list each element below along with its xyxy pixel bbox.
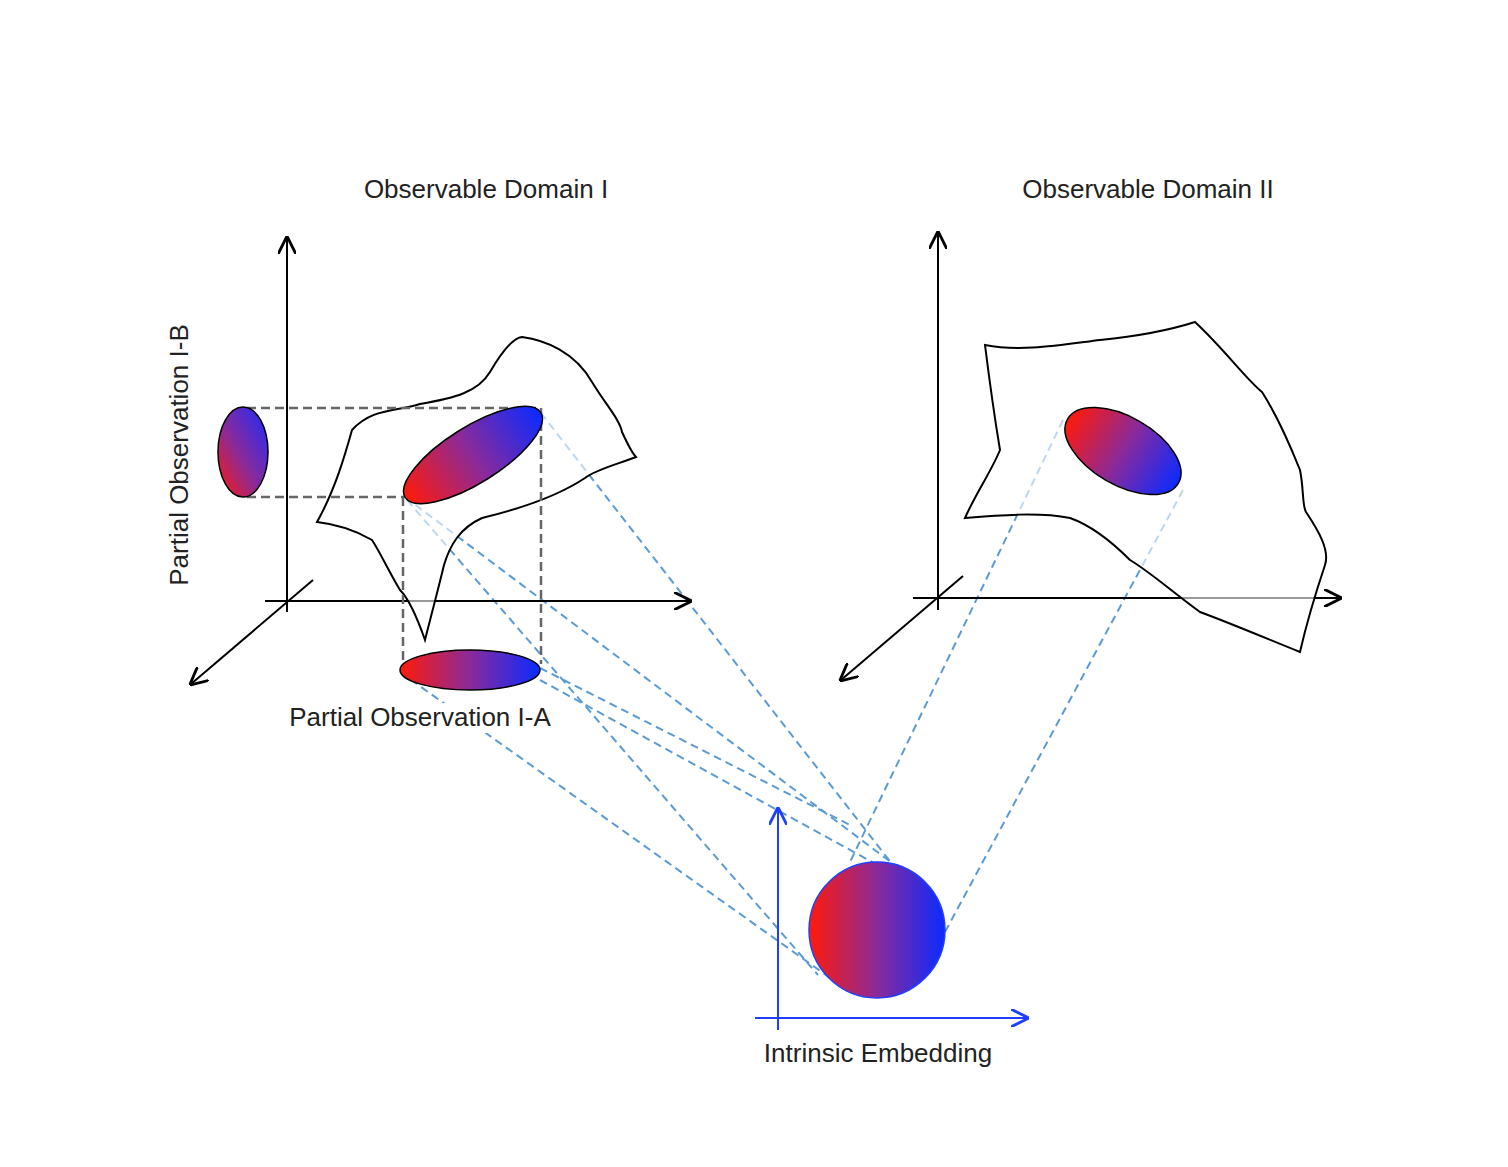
axes-domain-ii (841, 233, 1340, 680)
data-ellipse (390, 389, 555, 521)
axis-label: Partial Observation I-B (165, 321, 195, 589)
projection-ellipse (400, 650, 540, 690)
axis-label: Partial Observation I-A (286, 703, 554, 733)
axes-embedding (755, 809, 1027, 1030)
projection-ellipse (218, 407, 268, 497)
panel-title: Intrinsic Embedding (761, 1039, 995, 1069)
manifold-surface (317, 337, 636, 640)
panel-title: Observable Domain I (361, 175, 611, 205)
panel-title: Observable Domain II (1019, 175, 1276, 205)
data-ellipse (1051, 390, 1196, 513)
axes-domain-i (191, 238, 690, 684)
embedding-circle (809, 862, 945, 998)
manifold-surface (965, 322, 1326, 652)
